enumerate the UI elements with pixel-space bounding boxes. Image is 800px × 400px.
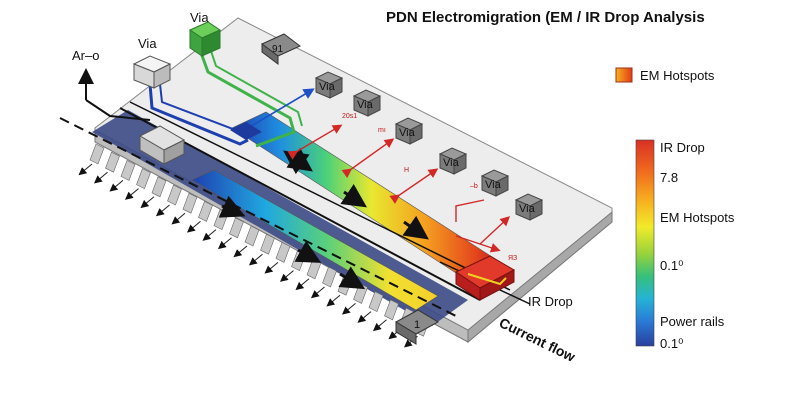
pin-leg xyxy=(89,143,105,165)
colorbar-low-value: 0.1⁰ xyxy=(660,258,683,273)
pin-arrow xyxy=(202,229,217,241)
pin-arrow xyxy=(124,188,139,200)
blue-pointer-arrow xyxy=(247,88,315,129)
pin-arrow xyxy=(248,253,263,266)
colorbar-mid-label: EM Hotspots xyxy=(660,210,735,225)
via-box-label: Via xyxy=(399,127,416,139)
pin-leg xyxy=(120,159,136,181)
red-mark-4: –b xyxy=(470,183,478,190)
chip-mark-top: 91 xyxy=(272,44,284,55)
green-via-trace xyxy=(198,49,296,148)
red-mark-2: mı xyxy=(378,127,386,134)
via-box-3: Via xyxy=(394,117,424,145)
colorbar-high-value: 7.8 xyxy=(660,170,678,185)
pin-arrow xyxy=(357,311,372,323)
pin-arrow xyxy=(341,303,356,315)
hotspot-legend-label: EM Hotspots xyxy=(640,68,715,83)
chip-top: 91 xyxy=(261,33,301,65)
pin-leg xyxy=(368,291,384,313)
pin-arrow xyxy=(372,319,387,332)
pin-leg xyxy=(182,192,198,214)
arrow-label: Ar–o xyxy=(72,48,99,63)
pin-arrow xyxy=(279,270,294,282)
pin-leg xyxy=(275,241,291,263)
pin-arrow xyxy=(310,286,325,299)
pin-leg xyxy=(105,151,120,173)
via-box-1: Via xyxy=(314,71,344,99)
pin-leg xyxy=(151,176,167,198)
pin-leg xyxy=(322,266,337,288)
red-mark-5: ЯЗ xyxy=(508,255,517,262)
pin-arrow xyxy=(78,163,93,176)
pin-leg xyxy=(353,282,368,304)
via-box-label: Via xyxy=(357,99,374,111)
pin-arrow xyxy=(171,212,186,225)
pin-leg xyxy=(229,217,244,239)
via-box-4: Via xyxy=(438,147,468,175)
via-box-label: Via xyxy=(485,179,502,191)
pin-arrow xyxy=(217,237,232,250)
via-box-label: Via xyxy=(319,81,336,93)
via-box-label: Via xyxy=(519,203,536,215)
colorbar-top-label: IR Drop xyxy=(660,140,705,155)
green-via-block xyxy=(188,21,222,57)
pin-leg xyxy=(244,225,260,247)
diagram-title: PDN Electromigration (EM / IR Drop Analy… xyxy=(386,9,705,26)
chip-bottom: 1 xyxy=(394,309,440,345)
pin-arrow xyxy=(140,196,155,209)
pin-leg xyxy=(384,299,399,321)
pin-arrow xyxy=(326,294,341,307)
via-label-white: Via xyxy=(138,36,157,51)
pin-leg xyxy=(198,200,213,222)
via-pad-blue xyxy=(230,122,262,140)
pin-arrow xyxy=(233,245,248,258)
hotspot-legend: EM Hotspots xyxy=(615,67,715,83)
pin-leg xyxy=(167,184,182,206)
pin-leg xyxy=(306,258,322,280)
current-flow-label: Current flow xyxy=(497,314,578,365)
via-label-green: Via xyxy=(190,10,209,25)
via-box-label: Via xyxy=(443,157,460,169)
red-mark-3: H xyxy=(404,167,409,174)
pin-arrow xyxy=(186,221,201,233)
ir-drop-pointer-label: IR Drop xyxy=(528,294,573,309)
pin-arrow xyxy=(93,171,108,184)
pin-arrow xyxy=(264,262,279,274)
pin-leg xyxy=(136,168,151,190)
blue-via-trace-2 xyxy=(159,83,247,135)
pin-arrow xyxy=(295,278,310,291)
colorbar-min-value: 0.1⁰ xyxy=(660,336,683,351)
pin-arrow xyxy=(155,204,170,217)
green-via-trace-2 xyxy=(209,47,303,127)
pin-arrow xyxy=(109,180,124,192)
colorbar-bottom-label: Power rails xyxy=(660,314,725,329)
arrow-path xyxy=(85,99,151,121)
via-box-2: Via xyxy=(352,89,382,117)
hot-block xyxy=(454,255,516,301)
pin-leg xyxy=(213,209,229,231)
chip-mark-bottom: 1 xyxy=(414,319,420,331)
white-via-stack xyxy=(132,55,172,89)
pin-leg xyxy=(260,233,275,255)
red-measure-arrows xyxy=(287,124,511,253)
color-bar: IR Drop 7.8 EM Hotspots 0.1⁰ Power rails… xyxy=(635,139,735,351)
left-connector xyxy=(138,125,186,165)
via-box-5: Via xyxy=(480,169,510,197)
via-box-6: Via xyxy=(514,193,544,221)
blue-via-trace xyxy=(148,83,249,146)
red-mark-1: 20s1 xyxy=(342,113,357,120)
